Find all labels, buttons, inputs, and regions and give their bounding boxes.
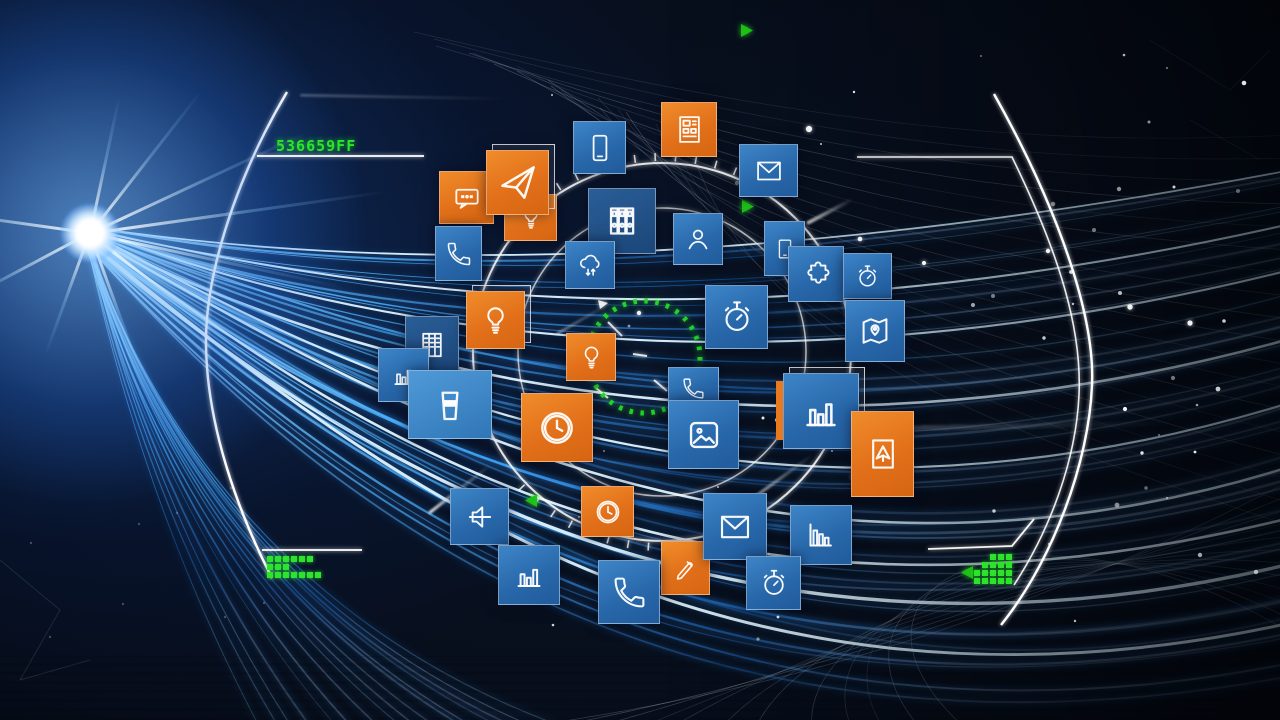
green-matrix-bottom-right [974, 554, 1012, 584]
matrix-cell [1006, 554, 1012, 560]
bar-chart-tile [498, 545, 560, 605]
matrix-cell [299, 572, 305, 578]
mail-tile [739, 144, 798, 197]
matrix-cell [974, 554, 980, 560]
matrix-cell [275, 556, 281, 562]
stopwatch-tile [746, 556, 801, 610]
matrix-cell [315, 572, 321, 578]
hex-code-label: 536659FF [276, 137, 357, 155]
lightbulb-tile [566, 333, 616, 381]
cloud-arrows-tile [565, 241, 615, 289]
matrix-cell [275, 564, 281, 570]
triangle-left-marker [525, 494, 537, 507]
matrix-cell [307, 564, 313, 570]
paper-plane-tile [486, 150, 549, 215]
matrix-cell [974, 578, 980, 584]
speaker-tile [450, 488, 509, 545]
mail-tile [703, 493, 767, 560]
matrix-cell [267, 572, 273, 578]
matrix-cell [283, 564, 289, 570]
chart-decline-tile [790, 505, 852, 565]
matrix-cell [982, 578, 988, 584]
bottom-left-line [262, 549, 362, 551]
matrix-cell [982, 562, 988, 568]
matrix-cell [291, 556, 297, 562]
matrix-cell [990, 554, 996, 560]
puzzle-tile [788, 246, 844, 302]
matrix-cell [998, 578, 1004, 584]
matrix-cell [974, 562, 980, 568]
phone-tile [598, 560, 660, 624]
matrix-cell [283, 572, 289, 578]
person-tile [673, 213, 723, 265]
cup-tile [408, 370, 492, 439]
matrix-cell [1006, 578, 1012, 584]
label-underline [257, 155, 424, 157]
triangle-right-marker [742, 200, 754, 213]
matrix-cell [990, 578, 996, 584]
stopwatch-tile [843, 253, 892, 299]
pen-tile [661, 541, 710, 595]
matrix-cell [998, 554, 1004, 560]
clock-tile [521, 393, 593, 462]
matrix-cell [982, 554, 988, 560]
matrix-cell [990, 562, 996, 568]
matrix-cell [982, 570, 988, 576]
photo-tile [668, 400, 739, 469]
matrix-cell [1006, 562, 1012, 568]
matrix-cell [315, 556, 321, 562]
chat-tile [439, 171, 494, 224]
matrix-cell [307, 572, 313, 578]
matrix-cell [299, 564, 305, 570]
map-tile [845, 300, 905, 362]
matrix-cell [291, 572, 297, 578]
plane-doc-tile [851, 411, 914, 497]
stopwatch-tile [705, 285, 768, 349]
lightbulb-tile [466, 291, 525, 349]
document-tile [661, 102, 717, 157]
matrix-cell [315, 564, 321, 570]
matrix-cell [267, 564, 273, 570]
clock-tile [581, 486, 634, 537]
smartphone-tile [573, 121, 626, 174]
matrix-cell [990, 570, 996, 576]
matrix-cell [267, 556, 273, 562]
matrix-cell [283, 556, 289, 562]
matrix-cell [299, 556, 305, 562]
pencil-accent [776, 381, 783, 440]
phone-tile [435, 226, 482, 281]
bar-chart-tile [776, 373, 859, 449]
matrix-cell [275, 572, 281, 578]
matrix-cell [291, 564, 297, 570]
matrix-cell [974, 570, 980, 576]
green-matrix-bottom-left [267, 556, 321, 578]
matrix-cell [998, 562, 1004, 568]
triangle-right-marker [741, 24, 753, 37]
matrix-cell [1006, 570, 1012, 576]
matrix-cell [307, 556, 313, 562]
matrix-cell [998, 570, 1004, 576]
triangle-left-marker [961, 566, 973, 579]
